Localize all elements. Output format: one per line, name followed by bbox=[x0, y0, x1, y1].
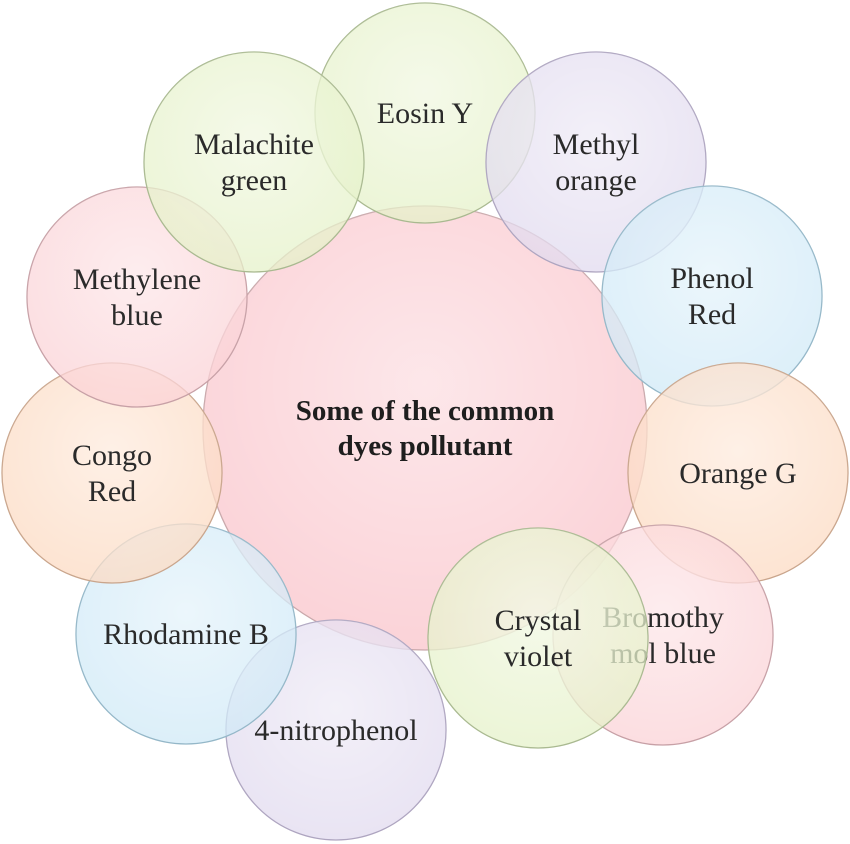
dye-label-line2: blue bbox=[111, 299, 163, 332]
dye-label-line1: Crystal bbox=[495, 604, 582, 637]
dye-label-line1: Phenol bbox=[670, 262, 753, 295]
dye-label-line1: Malachite bbox=[194, 128, 314, 161]
dye-label-line2: violet bbox=[504, 640, 573, 673]
dye-label-line2: Red bbox=[88, 475, 136, 508]
dye-label-line2: Red bbox=[688, 298, 736, 331]
dye-label-line1: Congo bbox=[72, 439, 152, 472]
dye-label-line1: Orange G bbox=[679, 457, 796, 490]
dye-circle-sheen bbox=[315, 3, 535, 223]
dye-circle-sheen bbox=[602, 186, 822, 406]
dye-label-line2: green bbox=[221, 164, 288, 197]
dye-label-line1: Rhodamine B bbox=[103, 618, 269, 651]
dye-circle-sheen bbox=[2, 363, 222, 583]
dye-label-line1: Methyl bbox=[553, 128, 640, 161]
dye-circle-sheen bbox=[144, 52, 364, 272]
dye-circle-sheen bbox=[428, 528, 648, 748]
center-label-line2: dyes pollutant bbox=[338, 430, 513, 462]
dye-label-line1: Methylene bbox=[73, 263, 201, 296]
center-label-line1: Some of the common bbox=[296, 395, 555, 427]
dye-label-line1: 4-nitrophenol bbox=[254, 714, 417, 747]
dye-label-line2: orange bbox=[555, 164, 637, 197]
dye-label-line1: Eosin Y bbox=[377, 97, 473, 130]
